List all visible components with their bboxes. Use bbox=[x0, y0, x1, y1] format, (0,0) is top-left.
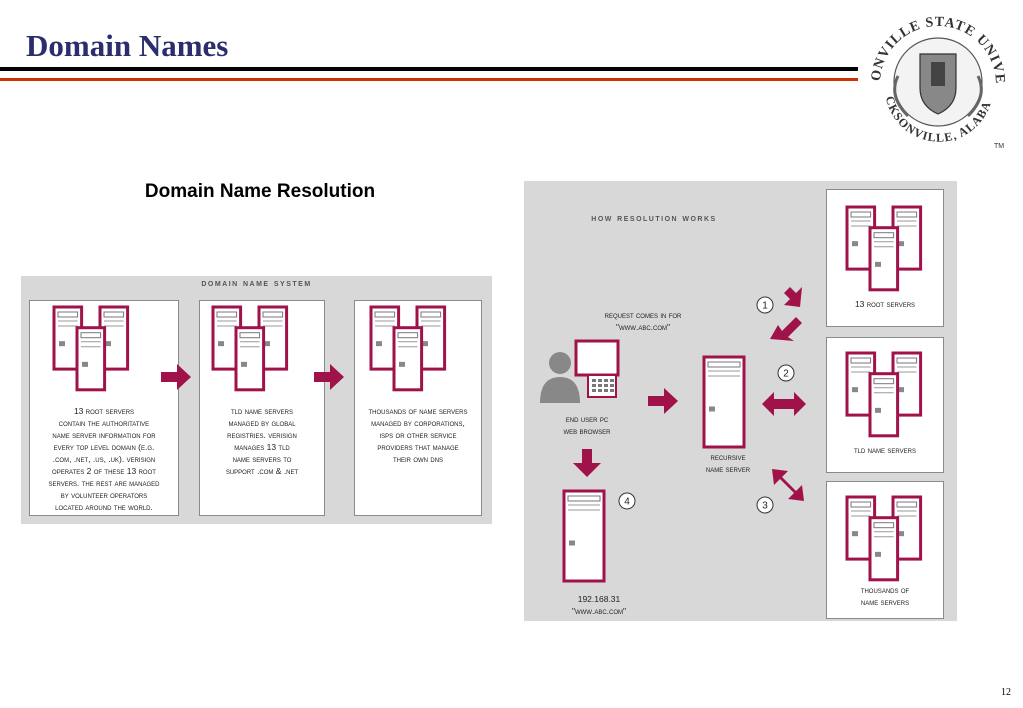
text-line: Contain the authoritative bbox=[58, 418, 150, 428]
text-line: Recursive bbox=[710, 452, 746, 462]
text-line: managed by global bbox=[228, 418, 296, 428]
thousands-servers-box: Thousands of Name Servers managed by cor… bbox=[354, 300, 482, 516]
text-line: by volunteer operators bbox=[60, 490, 148, 500]
text-line: registries. VeriSign bbox=[227, 430, 297, 440]
text-line: Web Browser bbox=[563, 426, 611, 436]
root-servers-label: 13 Root Servers bbox=[854, 299, 916, 309]
step-marker: 3 bbox=[756, 496, 774, 514]
step-marker: 2 bbox=[777, 364, 795, 382]
double-arrow bbox=[762, 392, 806, 416]
server-tower-icon bbox=[562, 489, 606, 583]
page-number: 12 bbox=[1001, 687, 1011, 698]
title-rule-red bbox=[0, 78, 858, 81]
down-arrow bbox=[573, 449, 601, 477]
recursive-server-label: Recursive Name Server bbox=[678, 451, 778, 475]
text-line: TLD Name Servers bbox=[231, 406, 293, 416]
text-line: Thousands of bbox=[860, 585, 910, 595]
text-line: .com, .net, .us, .uk). VeriSign bbox=[52, 454, 156, 464]
resolution-header: How Resolution Works bbox=[591, 213, 717, 224]
tld-servers-description: TLD Name Servers managed by global regis… bbox=[200, 405, 324, 477]
root-servers-description: 13 Root Servers Contain the authoritativ… bbox=[30, 405, 178, 513]
text-line: Name Server bbox=[705, 464, 751, 474]
step-number: 2 bbox=[783, 369, 789, 380]
request-label: Request comes in for "www.abc.com" bbox=[578, 309, 708, 333]
seal-tm: TM bbox=[994, 143, 1004, 150]
text-line: located around the world. bbox=[55, 502, 153, 512]
text-line: their own DNS bbox=[392, 454, 444, 464]
text-line: "www.abc.com" bbox=[615, 322, 671, 332]
text-line: Request comes in for bbox=[604, 310, 682, 320]
university-seal-logo: JACKSONVILLE STATE UNIVERSITY JACKSONVIL… bbox=[852, 0, 1018, 156]
resolution-graphics: 1 2 3 4 bbox=[540, 205, 923, 583]
step-marker: 1 bbox=[756, 296, 774, 314]
text-line: every top level domain (e.g. bbox=[53, 442, 155, 452]
text-line: managed by corporations, bbox=[371, 418, 465, 428]
server-cluster-icon bbox=[845, 205, 923, 292]
text-line: support .com & .net bbox=[225, 466, 299, 476]
dns-system-header: Domain Name System bbox=[201, 278, 312, 289]
user-icon bbox=[549, 352, 571, 374]
step-number: 4 bbox=[624, 497, 630, 508]
tld-servers-label: TLD Name Servers bbox=[854, 445, 916, 455]
text-line: Name Servers to bbox=[232, 454, 292, 464]
text-line: manages 13 TLD bbox=[234, 442, 290, 452]
text-line: 192.168.31 bbox=[577, 594, 621, 604]
text-line: providers that manage bbox=[377, 442, 459, 452]
step-number: 3 bbox=[762, 501, 768, 512]
server-cluster-icon bbox=[845, 351, 923, 438]
slide-title: Domain Names bbox=[26, 28, 229, 63]
server-tower-icon bbox=[868, 226, 900, 292]
title-rule-black bbox=[0, 67, 858, 71]
server-tower-icon bbox=[702, 355, 746, 449]
server-tower-icon bbox=[868, 516, 900, 582]
diagram-subtitle: Domain Name Resolution bbox=[144, 181, 376, 202]
dns-system-panel: Domain Name System 13 Root Servers Conta… bbox=[21, 276, 492, 524]
step-number: 1 bbox=[762, 301, 768, 312]
end-user-label: End User PC Web Browser bbox=[532, 413, 642, 437]
result-label: 192.168.31 "www.abc.com" bbox=[544, 593, 654, 617]
step-marker: 4 bbox=[618, 492, 636, 510]
right-arrow bbox=[648, 388, 678, 414]
tld-servers-box: TLD Name Servers managed by global regis… bbox=[199, 300, 325, 516]
thousands-servers-description: Thousands of Name Servers managed by cor… bbox=[355, 405, 481, 465]
thousands-servers-label: Thousands of Name Servers bbox=[827, 584, 943, 608]
diagonal-arrow-head bbox=[784, 287, 802, 307]
text-line: Name Servers bbox=[860, 597, 910, 607]
text-line: End User PC bbox=[565, 414, 609, 424]
end-user-pc-icon bbox=[540, 339, 620, 403]
diagonal-arrow bbox=[770, 317, 802, 341]
text-line: operates 2 of these 13 root bbox=[52, 466, 156, 476]
seal-graphic: JACKSONVILLE STATE UNIVERSITY JACKSONVIL… bbox=[852, 0, 1006, 150]
resolution-panel: How Resolution Works 13 Root Servers TLD… bbox=[524, 181, 957, 621]
text-line: 13 Root Servers bbox=[73, 406, 135, 416]
root-servers-box: 13 Root Servers Contain the authoritativ… bbox=[29, 300, 179, 516]
text-line: "www.abc.com" bbox=[571, 606, 627, 616]
text-line: ISPs or other service bbox=[379, 430, 457, 440]
diagonal-double-arrow bbox=[772, 469, 804, 501]
text-line: Thousands of Name Servers bbox=[368, 406, 468, 416]
server-cluster-icon bbox=[845, 495, 923, 582]
text-line: servers. The rest are managed bbox=[48, 478, 160, 488]
server-tower-icon bbox=[868, 372, 900, 438]
text-line: name server information for bbox=[52, 430, 156, 440]
